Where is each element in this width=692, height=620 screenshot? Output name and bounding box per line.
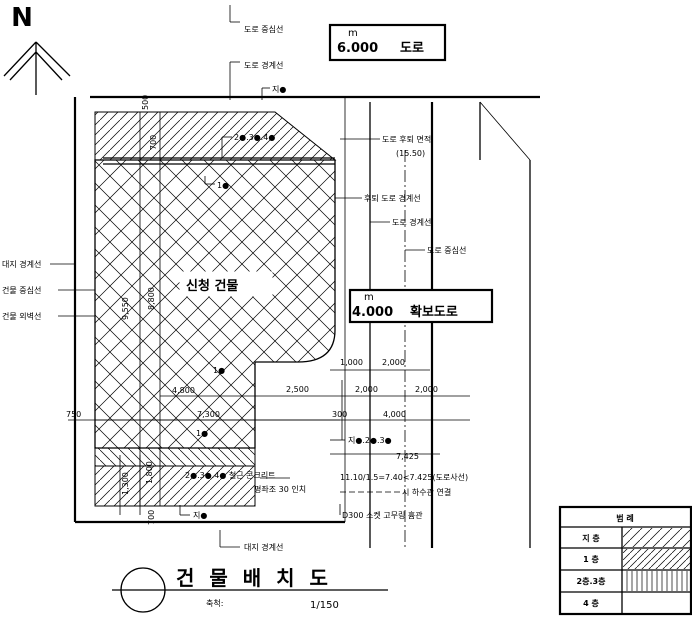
callout-sewer: 시 하수관 연결: [402, 487, 451, 497]
scale-value: 1/150: [310, 600, 339, 611]
right-road-label: 확보도로: [410, 304, 458, 320]
north-arrow: N: [3, 3, 71, 95]
dim-1000: 1,000: [340, 358, 363, 367]
callout-floor-1-low: 1●: [196, 429, 208, 438]
callout-floor-1-top: 1●: [217, 181, 229, 190]
building-label: 신청 건물: [186, 278, 238, 294]
formula: 11.10/1.5=7.40<7.425(도로사선): [340, 473, 468, 482]
dim-1800: 1,800: [145, 461, 154, 484]
callout-road-boundary-top: 도로 경계선: [244, 60, 283, 70]
callout-pipe: D300 소켓 고무링 흄관: [342, 510, 423, 520]
dim-8800: 8,800: [147, 287, 156, 310]
dim-4000: 4,000: [383, 410, 406, 419]
callout-floor-234-top: 2●.3●.4●: [234, 133, 275, 142]
dim-700-top: 700: [149, 135, 158, 150]
dim-7300: 7,300: [197, 410, 220, 419]
dim-750: 750: [66, 410, 81, 419]
north-label: N: [11, 3, 33, 33]
callout-road-cut-area: 도로 후퇴 면적: [382, 134, 431, 144]
scale-label: 축척:: [206, 599, 223, 608]
legend: 범 례 지 층 1 층 2층.3층 4 층: [558, 505, 692, 616]
callout-building-wall-left: 건물 외벽선: [2, 311, 41, 321]
callout-setback-boundary: 후퇴 도로 경계선: [364, 193, 421, 203]
dim-9550: 9,550: [121, 297, 130, 320]
right-road-unit: m: [364, 292, 374, 303]
dim-300: 300: [332, 410, 347, 419]
callout-road-center-right: 도로 중심선: [427, 245, 466, 255]
legend-row-label: 4 층: [583, 598, 599, 608]
right-road: m 4.000 확보도로: [348, 101, 531, 548]
callout-concrete-line2: 평좌조 30 인치: [254, 484, 306, 494]
dim-7425: 7,425: [396, 452, 419, 461]
site-boundary: [73, 97, 346, 524]
callout-ji-top: 지●: [272, 85, 286, 94]
dim-4800: 4,800: [172, 386, 195, 395]
legend-header: 범 례: [616, 513, 634, 523]
dim-2000-a: 2,000: [382, 358, 405, 367]
top-road: m 6.000 도로: [90, 5, 540, 99]
dim-2000-c: 2,000: [415, 385, 438, 394]
leader-lines: [50, 61, 425, 548]
drawing-title: 건 물 배 치 도: [176, 566, 332, 590]
legend-row-label: 지 층: [582, 533, 600, 543]
callout-ji-234-right: 지●.2●.3●: [348, 436, 392, 445]
callout-road-cut-value: (15.50): [396, 149, 425, 158]
callout-concrete-line1: 2●.3●.4● 철근 콘크리트: [185, 470, 276, 480]
dim-1300: 1,300: [121, 472, 130, 495]
title-block: 건 물 배 치 도 축척: 1/150: [112, 566, 388, 613]
top-road-unit: m: [348, 28, 358, 39]
callout-road-boundary-right: 도로 경계선: [392, 217, 431, 227]
callout-site-boundary-bottom: 대지 경계선: [244, 542, 283, 552]
top-road-width: 6.000: [337, 41, 378, 56]
callout-floor-1-mid: 1●: [213, 366, 225, 375]
top-road-label: 도로: [400, 41, 424, 56]
right-road-width: 4.000: [352, 305, 393, 320]
legend-row-label: 2층.3층: [577, 576, 607, 586]
callout-building-center-left: 건물 중심선: [2, 285, 41, 295]
dimension-lines: [68, 369, 470, 515]
callout-site-boundary-left: 대지 경계선: [2, 259, 41, 269]
callout-road-center-top: 도로 중심선: [244, 24, 283, 34]
dim-700-bottom: 700: [147, 510, 156, 525]
dim-500: 500: [141, 95, 150, 110]
building: 신청 건물: [94, 111, 340, 507]
legend-row-label: 1 층: [583, 554, 599, 564]
callout-ji-bottom: 지●: [193, 511, 207, 520]
dim-2500: 2,500: [286, 385, 309, 394]
dim-2000-b: 2,000: [355, 385, 378, 394]
